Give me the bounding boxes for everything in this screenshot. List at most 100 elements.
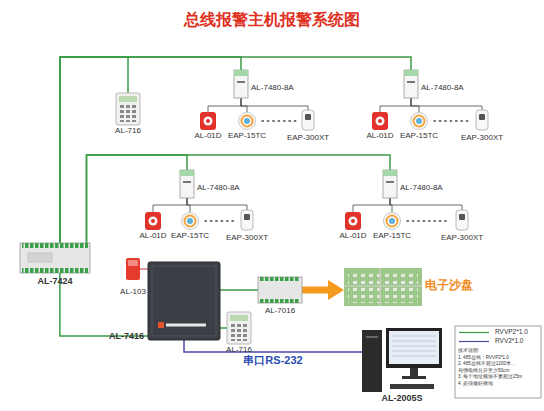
device-label: AL-7480-8A <box>251 84 294 92</box>
note-text: 与强电线分开至少50cm <box>458 369 509 374</box>
sandtable-roads <box>344 268 422 306</box>
device-node: EAP-300XT <box>302 110 314 130</box>
monitor-base <box>402 376 426 379</box>
wire-connector <box>411 98 482 110</box>
module-icon <box>383 170 397 198</box>
device-node: EAP-15TC <box>410 112 428 130</box>
device-node: AL-716 <box>116 93 140 125</box>
expander-panel <box>28 253 52 262</box>
module-icon <box>180 170 194 198</box>
device-label: AL-7424 <box>37 277 72 286</box>
device-label: EAP-300XT <box>461 134 503 142</box>
device-node: AL-7480-8A <box>180 170 194 198</box>
device-label: 电子沙盘 <box>425 279 473 291</box>
device-node: AL-7480-8A <box>234 70 248 98</box>
sandtable-image <box>344 268 422 306</box>
wire-connector <box>208 98 241 112</box>
smoke-icon <box>384 213 401 230</box>
keypad-icon <box>227 312 251 344</box>
device-label: AL-01D <box>339 232 366 240</box>
output-module-body <box>258 277 302 303</box>
device-node: EAP-15TC <box>383 212 401 230</box>
module-icon <box>404 70 418 98</box>
device-node: EAP-15TC <box>181 212 199 230</box>
pc-drive <box>366 336 378 338</box>
keyboard <box>390 384 434 389</box>
wire-connector <box>353 198 390 212</box>
device-node: EAP-300XT <box>476 110 488 130</box>
device-label: AL-01D <box>194 132 221 140</box>
note-text: 技术说明: <box>458 349 479 354</box>
terminal-row <box>22 243 88 248</box>
siren-lamp <box>128 260 138 266</box>
monitor-frame <box>386 328 442 368</box>
wire-connector <box>87 155 188 243</box>
pir-icon <box>456 210 468 230</box>
wire-connector <box>153 198 187 212</box>
device-label: EAP-300XT <box>441 234 483 242</box>
note-text: 3. 每个地址模块不要超过25m <box>458 375 522 380</box>
device-node: AL-7416 <box>148 262 220 340</box>
device-label: EAP-300XT <box>226 234 268 242</box>
panel-nameplate <box>166 324 206 327</box>
legend-box <box>455 326 541 398</box>
wire-connector <box>60 57 411 243</box>
keypad-icon <box>116 93 140 125</box>
device-label: AL-716 <box>115 127 141 135</box>
note-text: 4. 必须做好接地 <box>458 382 493 387</box>
connector-label: 串口RS-232 <box>243 355 302 366</box>
device-label: AL-7480-8A <box>197 184 240 192</box>
wire-connector <box>390 198 462 210</box>
siren-body <box>126 258 140 280</box>
device-node: EAP-300XT <box>456 210 468 230</box>
expander-body <box>20 243 90 273</box>
button-icon <box>345 212 361 230</box>
monitor-stand <box>410 368 418 376</box>
terminal-row <box>260 277 300 281</box>
diagram-title: 总线报警主机报警系统图 <box>0 12 544 28</box>
ellipsis-dots <box>205 121 470 221</box>
device-label: AL-716 <box>226 346 252 354</box>
wire-connector <box>140 269 148 270</box>
pir-icon <box>241 210 253 230</box>
panel-door <box>152 266 216 336</box>
smoke-icon <box>182 213 199 230</box>
sandtable-buildings <box>348 271 418 303</box>
wire-connector <box>184 340 362 352</box>
wire-connector <box>60 273 148 336</box>
device-node: AL-7480-8A <box>404 70 418 98</box>
pc-tower <box>362 330 382 392</box>
device-label: EAP-15TC <box>373 232 411 240</box>
device-label: EAP-15TC <box>400 132 438 140</box>
wire-connector <box>380 98 411 112</box>
wire-connector <box>241 98 247 112</box>
device-node: AL-01D <box>372 112 388 130</box>
terminal-row <box>22 268 88 273</box>
wire-connector <box>220 289 258 291</box>
button-icon <box>372 112 388 130</box>
smoke-icon <box>239 113 256 130</box>
device-label: AL-01D <box>139 232 166 240</box>
device-node: AL-7480-8A <box>383 170 397 198</box>
pir-icon <box>302 110 314 130</box>
monitor-screen <box>389 331 439 364</box>
device-label: AL-7480-8A <box>400 184 443 192</box>
device-label: AL-01D <box>366 132 393 140</box>
pir-icon <box>476 110 488 130</box>
legend-line-sample <box>459 332 489 333</box>
wire-connector <box>411 98 419 112</box>
device-label: AL-7016 <box>265 307 295 315</box>
device-label: AL-2005S <box>381 394 422 403</box>
device-label: AL-7480-8A <box>421 84 464 92</box>
device-label: AL-7416 <box>109 332 144 341</box>
note-text: 2. 485总线不超过1200米， <box>458 362 516 367</box>
wire-connector <box>220 327 227 329</box>
note-text: 1. 485总线：RVVP2*1.0 <box>458 356 509 361</box>
device-label: EAP-15TC <box>171 232 209 240</box>
legend-line-sample <box>459 341 489 342</box>
panel-logo <box>158 322 164 328</box>
legend-text: RVV2*1.0 <box>495 338 523 345</box>
device-node: AL-01D <box>200 112 216 130</box>
panel-body <box>148 262 220 340</box>
